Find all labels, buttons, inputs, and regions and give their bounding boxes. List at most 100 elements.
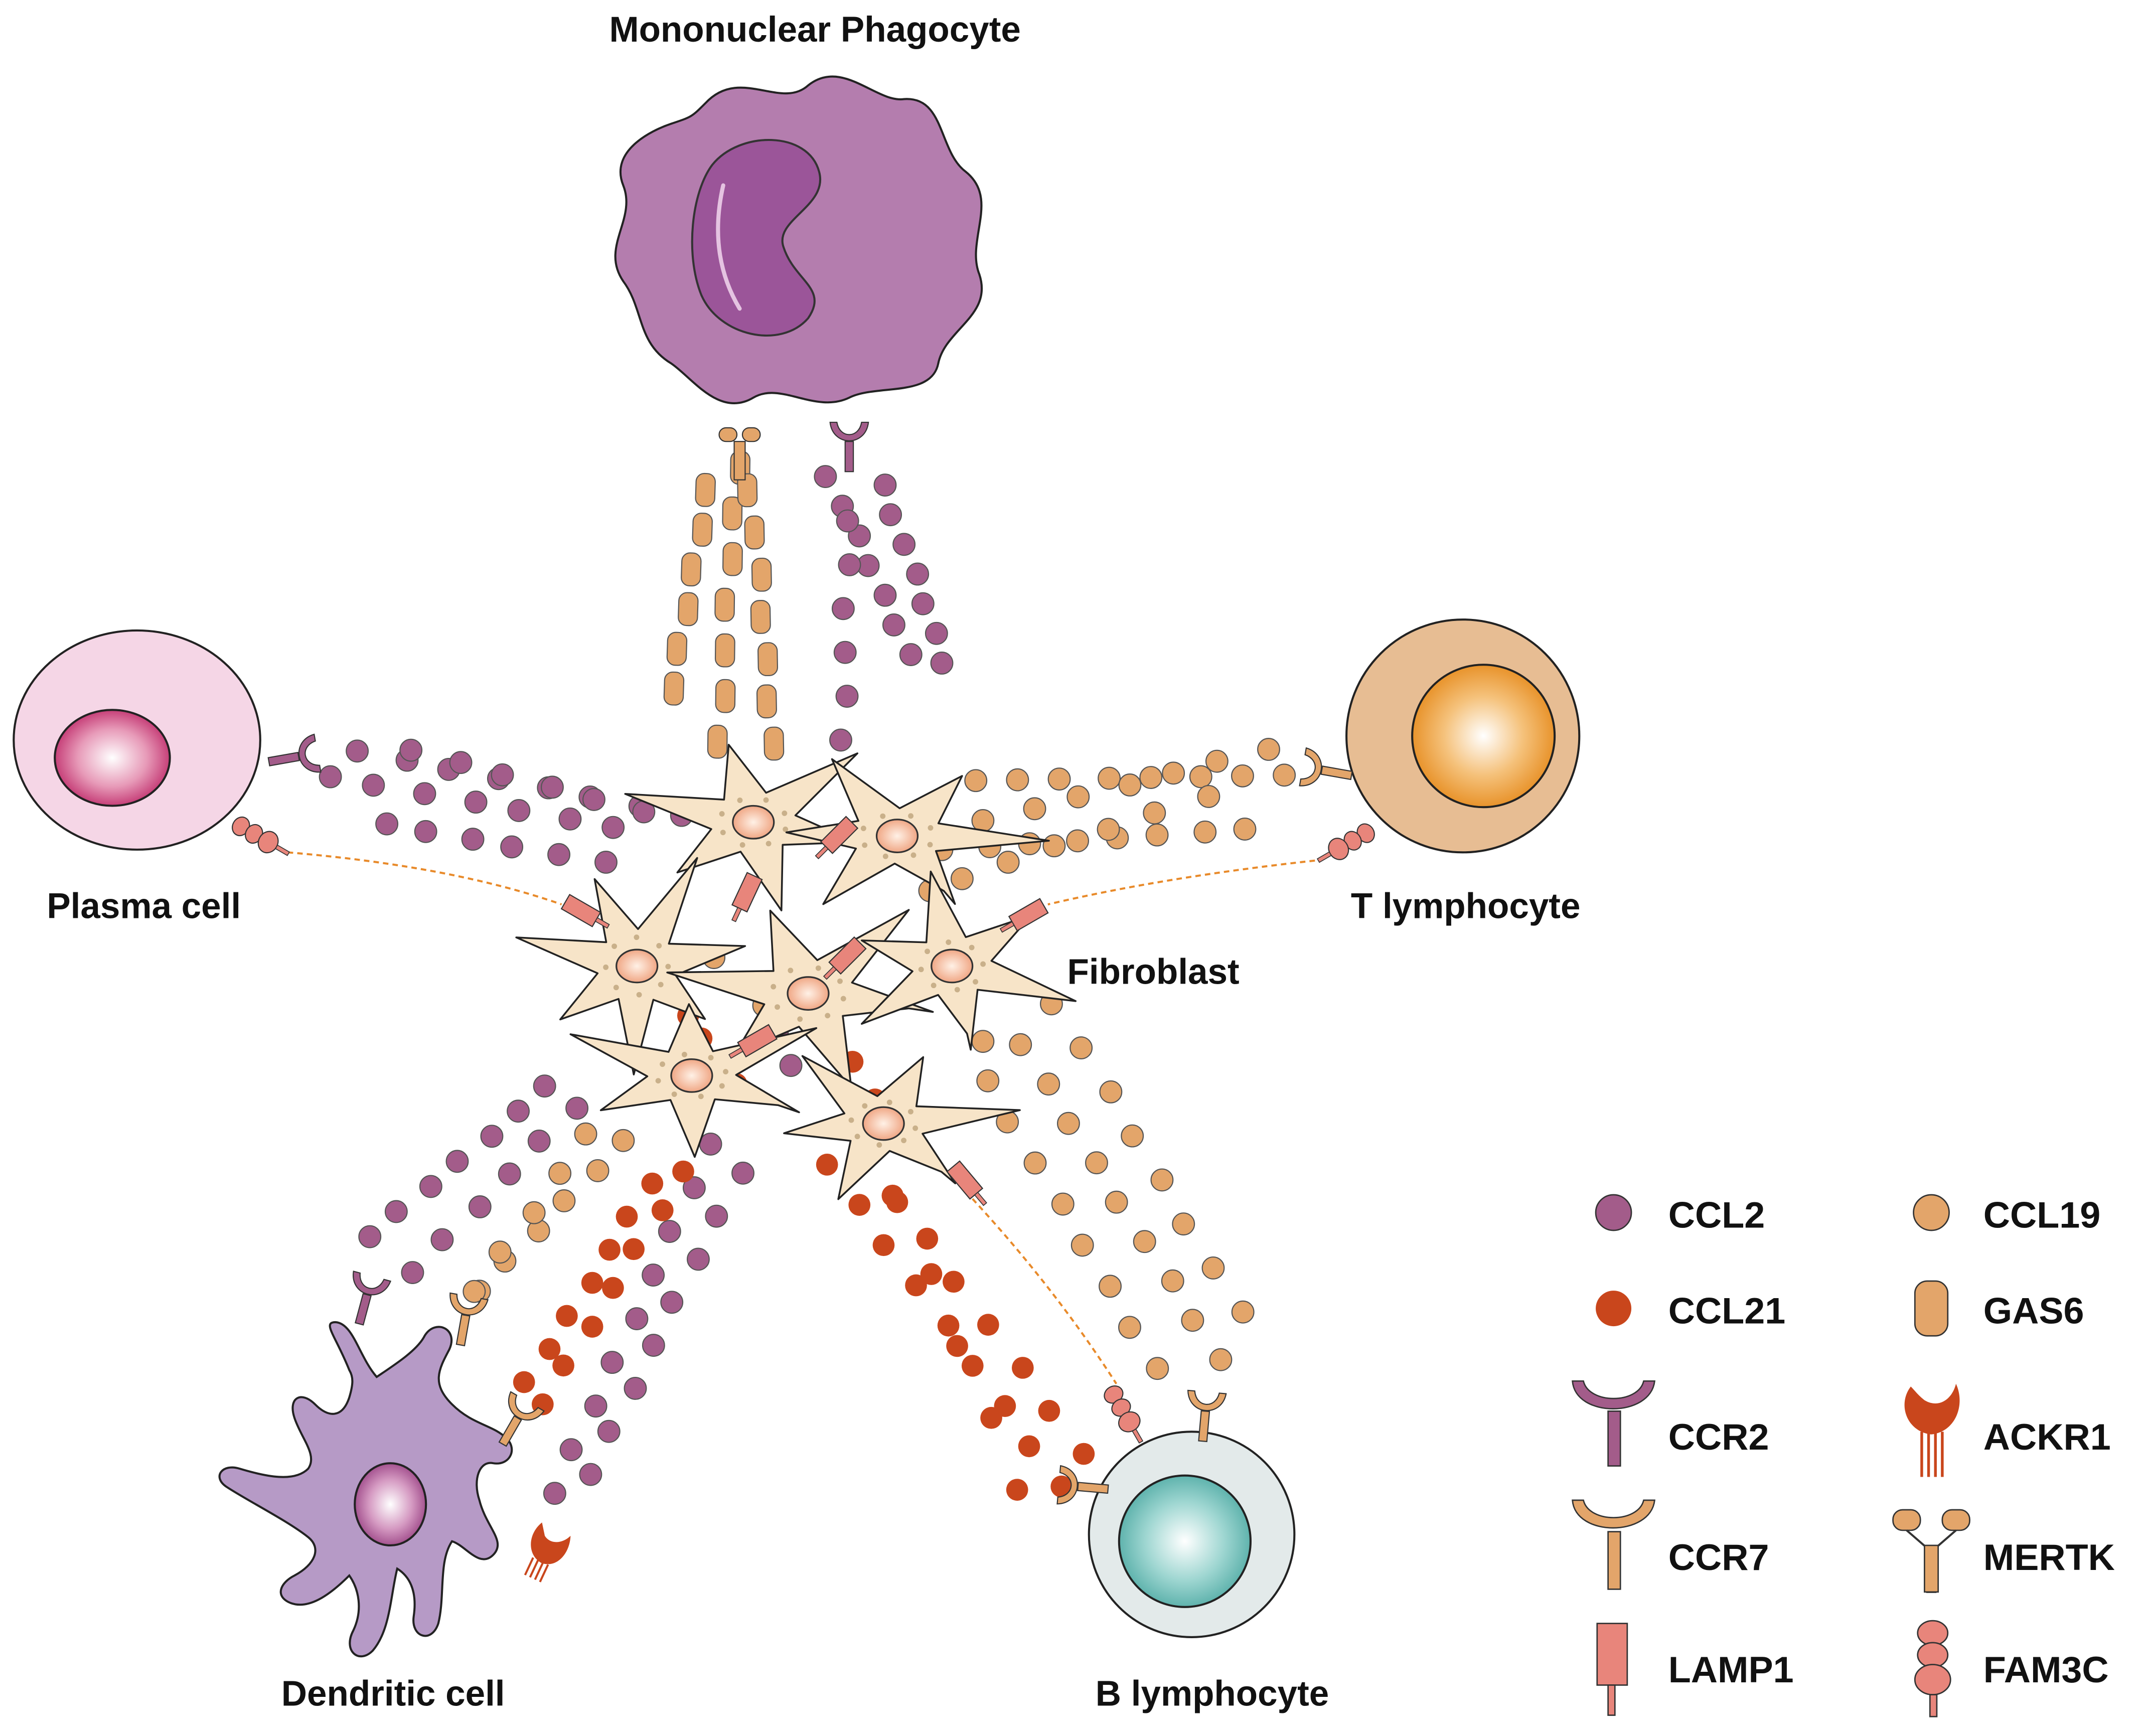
ccl19-particle: [1042, 834, 1066, 858]
ccl19-particle: [1070, 1233, 1094, 1257]
gas6-particle: [722, 542, 743, 576]
b-lymphocyte-cell: [1088, 1431, 1296, 1638]
ccl2-particle: [731, 1161, 754, 1185]
ccl19-particle: [1150, 1168, 1174, 1192]
lamp1-receptor: [728, 1024, 778, 1059]
ccl19-particle: [996, 851, 1020, 874]
ccl21-particle: [1038, 1399, 1060, 1422]
gas6-particle: [666, 632, 688, 666]
ccr2-receptor: [353, 1271, 392, 1326]
ccr2-icon: [1572, 1380, 1656, 1467]
ccl19-particle: [971, 1030, 995, 1053]
gas6-particle: [681, 552, 702, 587]
lamp1-receptor: [731, 872, 763, 922]
ccl21-particle: [581, 1272, 603, 1294]
ccl2-particle: [600, 1351, 624, 1374]
plasma-cell-label: Plasma cell: [47, 886, 241, 926]
b-lymphocyte-label: B lymphocyte: [1096, 1674, 1329, 1713]
legend-ccr7-label: CCR7: [1668, 1536, 1769, 1578]
gas6-particle: [663, 671, 685, 706]
ccl19-particle: [1209, 1348, 1233, 1371]
ccl2-particle: [565, 1096, 589, 1120]
ccl2-particle: [925, 621, 948, 645]
ccl21-particle: [538, 1338, 561, 1360]
ccr7-receptor: [1187, 1389, 1227, 1443]
ccl19-particle: [1193, 820, 1217, 844]
ccl2-particle: [833, 641, 857, 664]
lamp1-receptor: [999, 898, 1049, 933]
ccl2-particle: [906, 562, 930, 586]
ccl21-particle: [556, 1305, 578, 1327]
mertk-icon: [1892, 1509, 1970, 1593]
legend-ackr1-label: ACKR1: [1983, 1416, 2111, 1458]
ccl21-particle: [641, 1172, 664, 1195]
legend-ccl21-label: CCL21: [1668, 1290, 1786, 1332]
b-lymphocyte-nucleus: [1118, 1474, 1252, 1608]
ccl19-particle: [1085, 1151, 1108, 1175]
ccl2-particle: [414, 820, 437, 843]
ccr7-icon: [1572, 1499, 1656, 1590]
ccl2-particle: [543, 1482, 566, 1505]
legend-ackr1: ACKR1: [1904, 1383, 2111, 1477]
gas6-particle: [695, 472, 716, 507]
ccl2-particle: [449, 751, 473, 774]
ccl19-particle: [1257, 738, 1280, 761]
ccl2-particle: [430, 1228, 454, 1251]
ccl21-particle: [980, 1406, 1002, 1429]
gas6-particle: [744, 515, 765, 550]
legend-ccl2: CCL2: [1595, 1194, 1765, 1235]
ccl2-particle: [831, 597, 855, 620]
ccl21-particle: [977, 1314, 999, 1336]
ccl19-particle: [1189, 765, 1212, 788]
plasma-cell: [13, 629, 261, 851]
ccl2-particle: [624, 1376, 647, 1400]
ccl19-particle: [1023, 797, 1046, 821]
ccl19-particle: [1231, 1300, 1255, 1324]
ccl21-particle: [1006, 1479, 1028, 1501]
ccl2-particle: [594, 851, 618, 874]
gas6-particle: [757, 642, 779, 677]
fibroblast-label: Fibroblast: [1067, 952, 1240, 992]
ccl21-particle: [946, 1335, 968, 1357]
ccl2-particle: [319, 765, 342, 788]
t-lymphocyte-nucleus: [1411, 664, 1556, 809]
ccl2-particle: [838, 553, 861, 576]
ccr2-receptor: [267, 733, 322, 773]
legend: CCL2 CCL19 CCL21 GAS6 CCR2: [1572, 1194, 2115, 1717]
fibroblast: [783, 1055, 1021, 1200]
ccl19-particle: [1057, 1112, 1080, 1135]
ccl2-particle: [362, 773, 385, 797]
ccl21-particle: [616, 1205, 638, 1228]
ccl21-particle: [937, 1314, 960, 1337]
ccl21-particle: [513, 1371, 535, 1393]
fam3c-icon: [1914, 1620, 1951, 1717]
ccl2-particle: [413, 782, 436, 806]
ccl21-particle: [672, 1160, 694, 1183]
lamp1-receptor: [946, 1160, 987, 1206]
ccl2-particle: [899, 643, 923, 666]
ccl2-particle: [375, 812, 399, 836]
dendritic-nucleus: [354, 1462, 427, 1547]
ccl2-particle: [559, 1438, 583, 1462]
ccl19-particle: [1181, 1309, 1204, 1332]
dendritic-cell-label: Dendritic cell: [281, 1674, 505, 1713]
gas6-particle: [714, 587, 735, 622]
ccl21-particle: [1018, 1435, 1040, 1458]
ccl19-particle: [552, 1189, 576, 1212]
ccl19-particle: [1023, 1151, 1047, 1175]
ccl19-particle: [1139, 766, 1163, 789]
ccl2-particle: [642, 1334, 665, 1357]
ccl21-particle: [1011, 1357, 1034, 1379]
ccl2-particle: [705, 1204, 728, 1228]
dendritic-cell: [218, 1321, 513, 1658]
ccl2-particle: [399, 738, 423, 762]
ccl2-particle: [558, 807, 582, 831]
ccl2-particle: [500, 835, 524, 859]
fibroblast: [785, 758, 1050, 905]
ccl2-particle: [873, 474, 897, 497]
ccl19-particle: [1009, 1033, 1032, 1056]
ccl19-particle: [1133, 1230, 1156, 1253]
t-lymphocyte-label: T lymphocyte: [1351, 886, 1581, 926]
legend-ccr7: CCR7: [1572, 1499, 1769, 1590]
